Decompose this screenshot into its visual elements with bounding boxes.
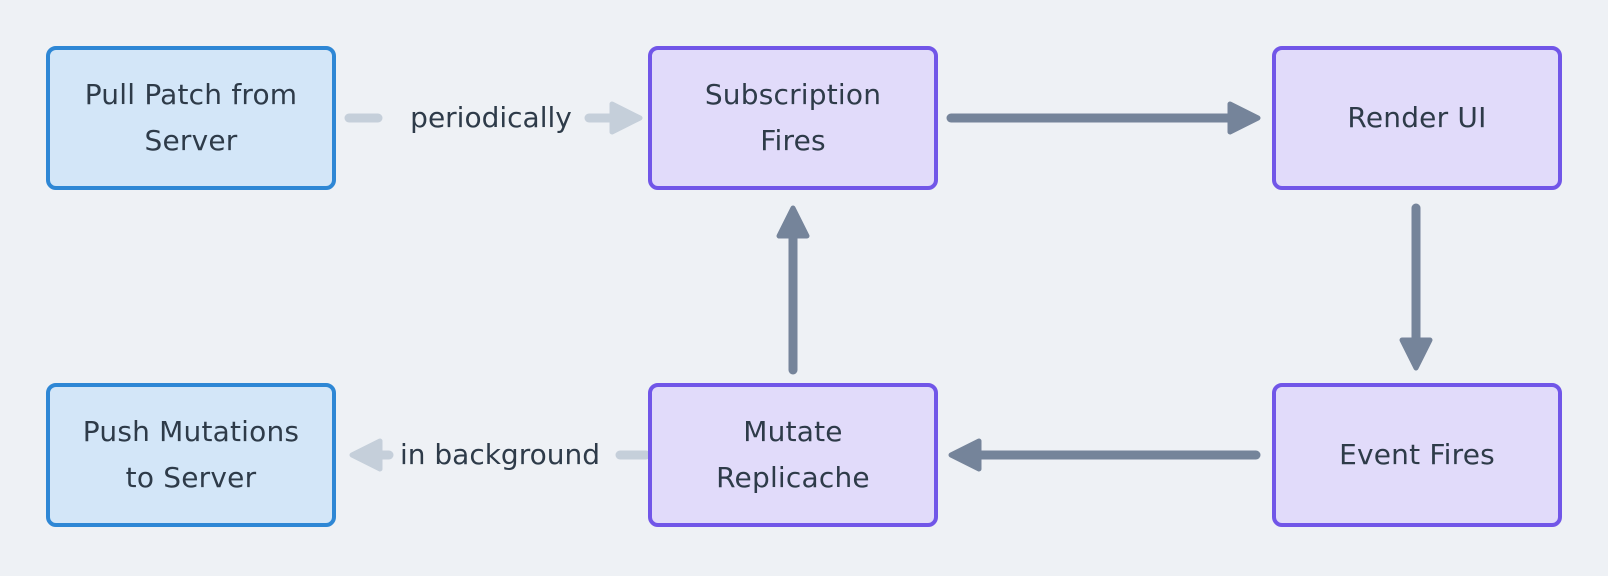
arrow-pull-to-subscription [344, 101, 643, 135]
arrow-mutate-to-subscription [776, 205, 810, 375]
node-subscription-fires: Subscription Fires [648, 46, 938, 190]
node-label-line: Server [144, 124, 238, 157]
node-label-line: Render UI [1347, 101, 1487, 134]
node-label-line: Pull Patch from [84, 78, 298, 111]
node-label-line: Fires [760, 124, 826, 157]
arrow-render-to-event [1399, 203, 1433, 371]
node-label-line: Push Mutations [82, 415, 300, 448]
node-label-line: Mutate [743, 415, 843, 448]
node-render-ui: Render UI [1272, 46, 1562, 190]
arrow-event-to-mutate [948, 438, 1261, 472]
node-label-line: Replicache [716, 461, 870, 494]
edge-label-periodically: periodically [410, 101, 572, 134]
node-pull-patch-from-server: Pull Patch from Server [46, 46, 336, 190]
node-mutate-replicache: Mutate Replicache [648, 383, 938, 527]
node-label-line: to Server [125, 461, 257, 494]
arrow-mutate-to-push [349, 438, 651, 472]
node-label-line: Event Fires [1339, 438, 1495, 471]
arrow-subscription-to-render [946, 101, 1261, 135]
edge-label-in-background: in background [399, 438, 601, 471]
node-label-line: Subscription [704, 78, 882, 111]
node-push-mutations-to-server: Push Mutations to Server [46, 383, 336, 527]
node-event-fires: Event Fires [1272, 383, 1562, 527]
